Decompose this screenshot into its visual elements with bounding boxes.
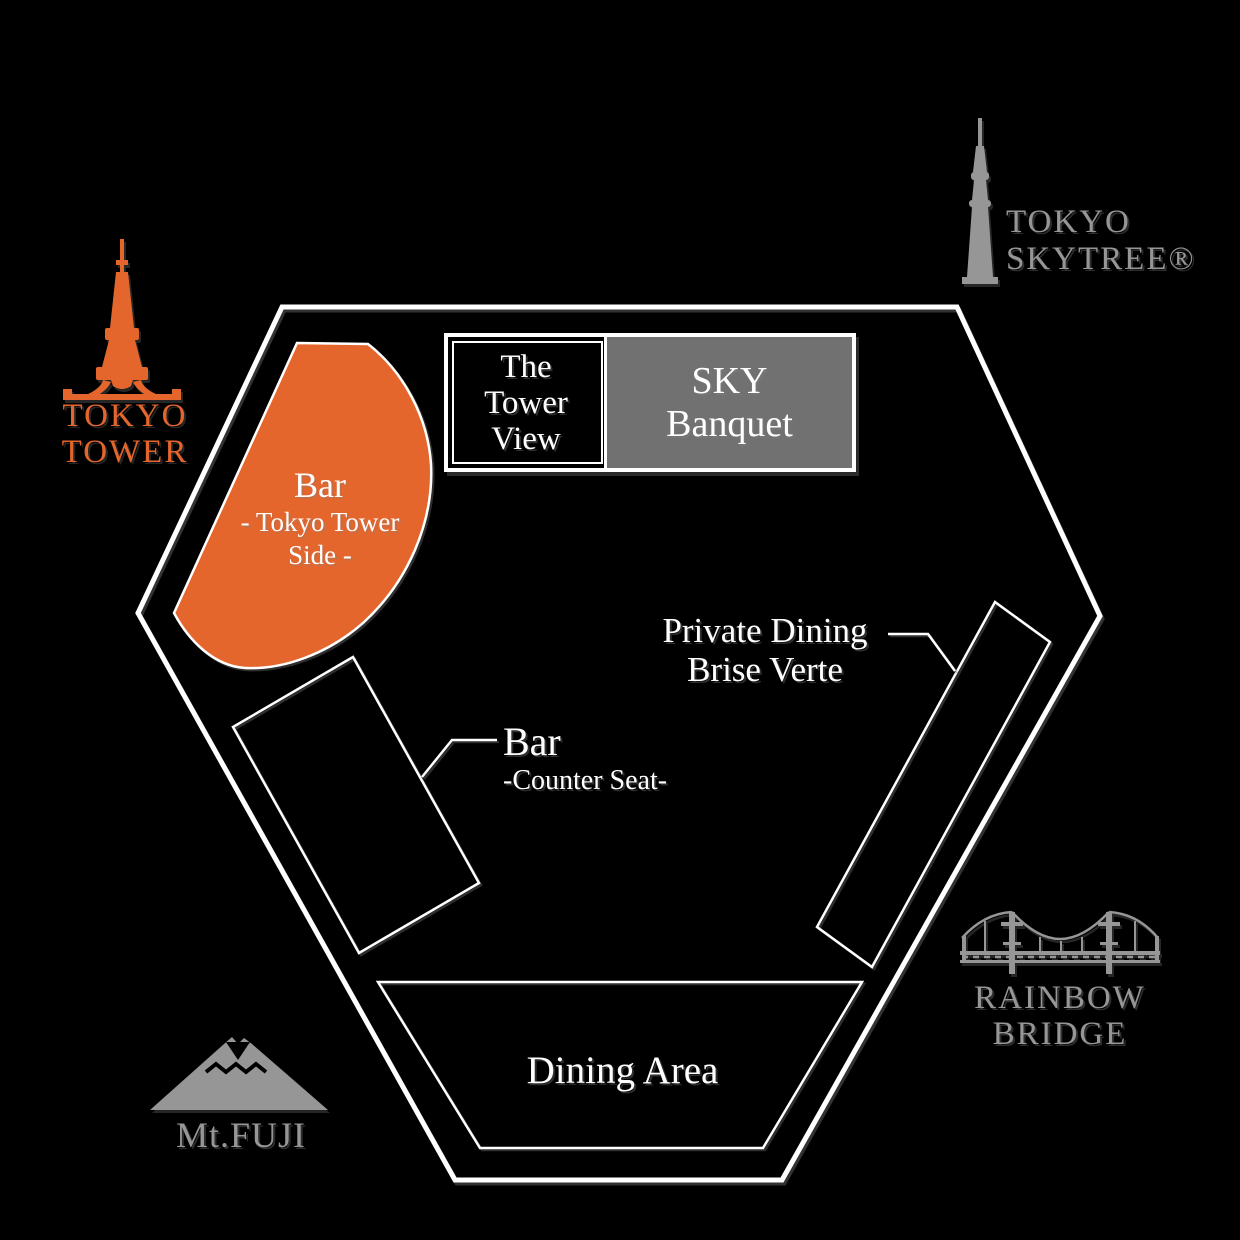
tokyo-skytree-label-line2: SKYTREE® xyxy=(1006,241,1196,277)
bar-counter-label-line1: Bar xyxy=(503,719,561,764)
view-banquet-box: The Tower View SKY Banquet xyxy=(444,333,856,472)
mt-fuji-label-text: Mt.FUJI xyxy=(175,1115,307,1155)
bar-counter-room xyxy=(231,655,481,955)
tokyo-tower-icon xyxy=(63,239,181,400)
bar-tokyo-tower-side-area xyxy=(172,341,433,670)
mt-fuji-icon xyxy=(150,1037,328,1110)
private-dining-leader-line xyxy=(888,632,957,672)
bar-tokyo-tower-side-label: Bar - Tokyo Tower Side - xyxy=(210,464,430,572)
mt-fuji-label: Mt.FUJI xyxy=(146,1114,336,1156)
tower-view-label-line1: The xyxy=(500,348,552,385)
private-dining-label-line1: Private Dining xyxy=(662,611,868,650)
bar-label: Bar xyxy=(294,465,346,505)
sky-banquet-room: SKY Banquet xyxy=(607,337,852,468)
bar-sub-label-line2: Side - xyxy=(288,540,352,570)
rainbow-bridge-icon xyxy=(960,910,1160,974)
bar-sub-label-line1: - Tokyo Tower xyxy=(240,507,400,537)
private-dining-label-line2: Brise Verte xyxy=(687,650,843,689)
bar-counter-label: Bar -Counter Seat- xyxy=(503,720,723,798)
dining-area-label-text: Dining Area xyxy=(526,1049,719,1092)
tokyo-skytree-label: TOKYO SKYTREE® xyxy=(1006,204,1216,278)
bar-counter-label-line2: -Counter Seat- xyxy=(503,765,668,796)
tokyo-tower-label-line1: TOKYO xyxy=(62,398,188,434)
tower-view-room: The Tower View xyxy=(448,337,607,468)
private-dining-label: Private Dining Brise Verte xyxy=(640,611,890,689)
rainbow-bridge-label: RAINBOW BRIDGE xyxy=(952,980,1168,1052)
rainbow-bridge-label-line2: BRIDGE xyxy=(992,1016,1128,1052)
sky-banquet-label-line2: Banquet xyxy=(666,402,793,445)
tower-view-label-line2: Tower xyxy=(484,384,568,421)
floor-outline xyxy=(135,304,1103,1183)
dining-area-room xyxy=(375,980,865,1150)
bar-counter-leader-line xyxy=(421,738,497,778)
tokyo-tower-label-line2: TOWER xyxy=(61,434,189,470)
dining-area-label: Dining Area xyxy=(510,1048,735,1093)
tokyo-tower-label: TOKYO TOWER xyxy=(30,398,220,470)
tokyo-skytree-label-line1: TOKYO xyxy=(1006,204,1131,240)
private-dining-room xyxy=(815,600,1052,969)
tower-view-label-line3: View xyxy=(491,420,561,457)
sky-banquet-label-line1: SKY xyxy=(691,359,768,402)
tokyo-skytree-icon xyxy=(962,118,998,284)
rainbow-bridge-label-line1: RAINBOW xyxy=(974,980,1146,1016)
